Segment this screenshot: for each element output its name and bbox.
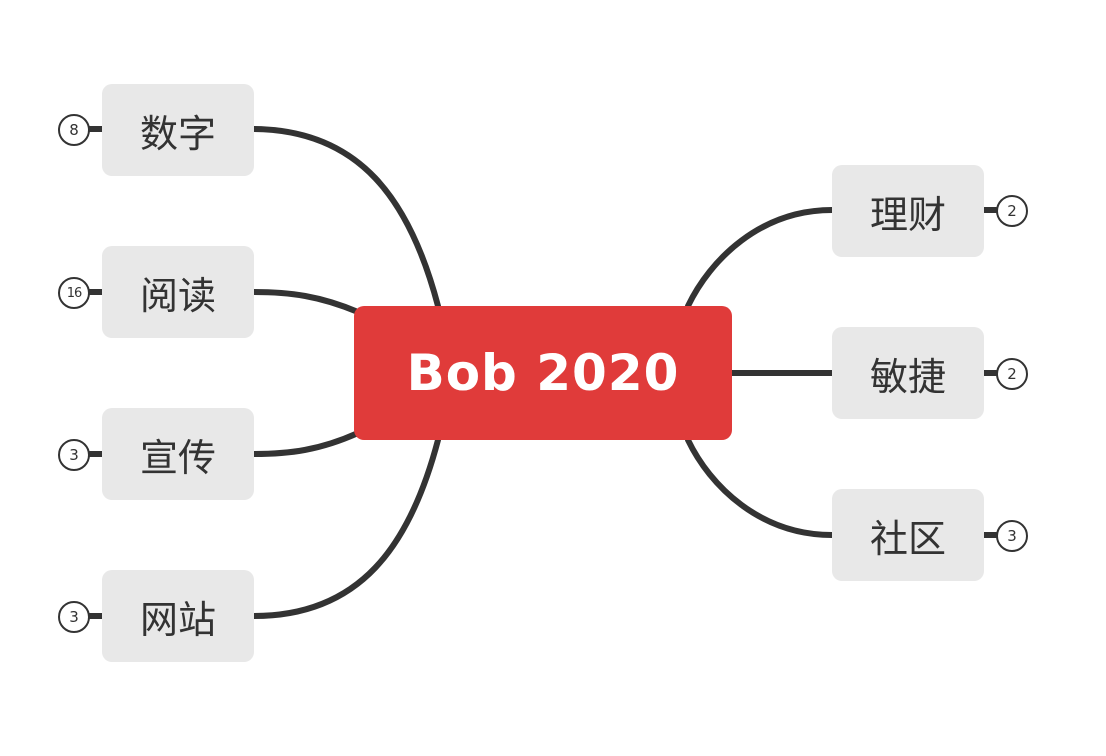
collapsed-count-badge[interactable]: 3 [58, 601, 90, 633]
topic-label: 理财 [869, 192, 946, 237]
topic-label: 社区 [869, 516, 946, 561]
collapsed-count-badge[interactable]: 3 [58, 439, 90, 471]
connector-left-2 [251, 289, 361, 315]
connector-left-1 [251, 126, 441, 309]
collapsed-count-badge[interactable]: 2 [996, 195, 1028, 227]
topic-left-3[interactable]: 宣传 [102, 408, 254, 500]
topic-label: 数字 [139, 111, 216, 156]
topic-right-2[interactable]: 敏捷 [832, 327, 984, 419]
central-topic[interactable]: Bob 2020 [354, 306, 732, 440]
connector-right-1 [685, 207, 835, 309]
topic-left-1[interactable]: 数字 [102, 84, 254, 176]
topic-label: 敏捷 [869, 354, 946, 399]
connector-left-3 [251, 430, 361, 457]
topic-left-2[interactable]: 阅读 [102, 246, 254, 338]
connector-left-4 [251, 437, 441, 619]
collapsed-count-badge[interactable]: 2 [996, 358, 1028, 390]
collapsed-count-badge[interactable]: 8 [58, 114, 90, 146]
topic-label: 阅读 [139, 273, 216, 318]
topic-label: 宣传 [139, 435, 216, 480]
central-topic-label: Bob 2020 [406, 344, 680, 402]
topic-right-3[interactable]: 社区 [832, 489, 984, 581]
connector-right-3 [685, 437, 835, 538]
collapsed-count-badge[interactable]: 3 [996, 520, 1028, 552]
topic-left-4[interactable]: 网站 [102, 570, 254, 662]
collapsed-count-badge[interactable]: 16 [58, 277, 90, 309]
topic-right-1[interactable]: 理财 [832, 165, 984, 257]
topic-label: 网站 [139, 597, 216, 642]
